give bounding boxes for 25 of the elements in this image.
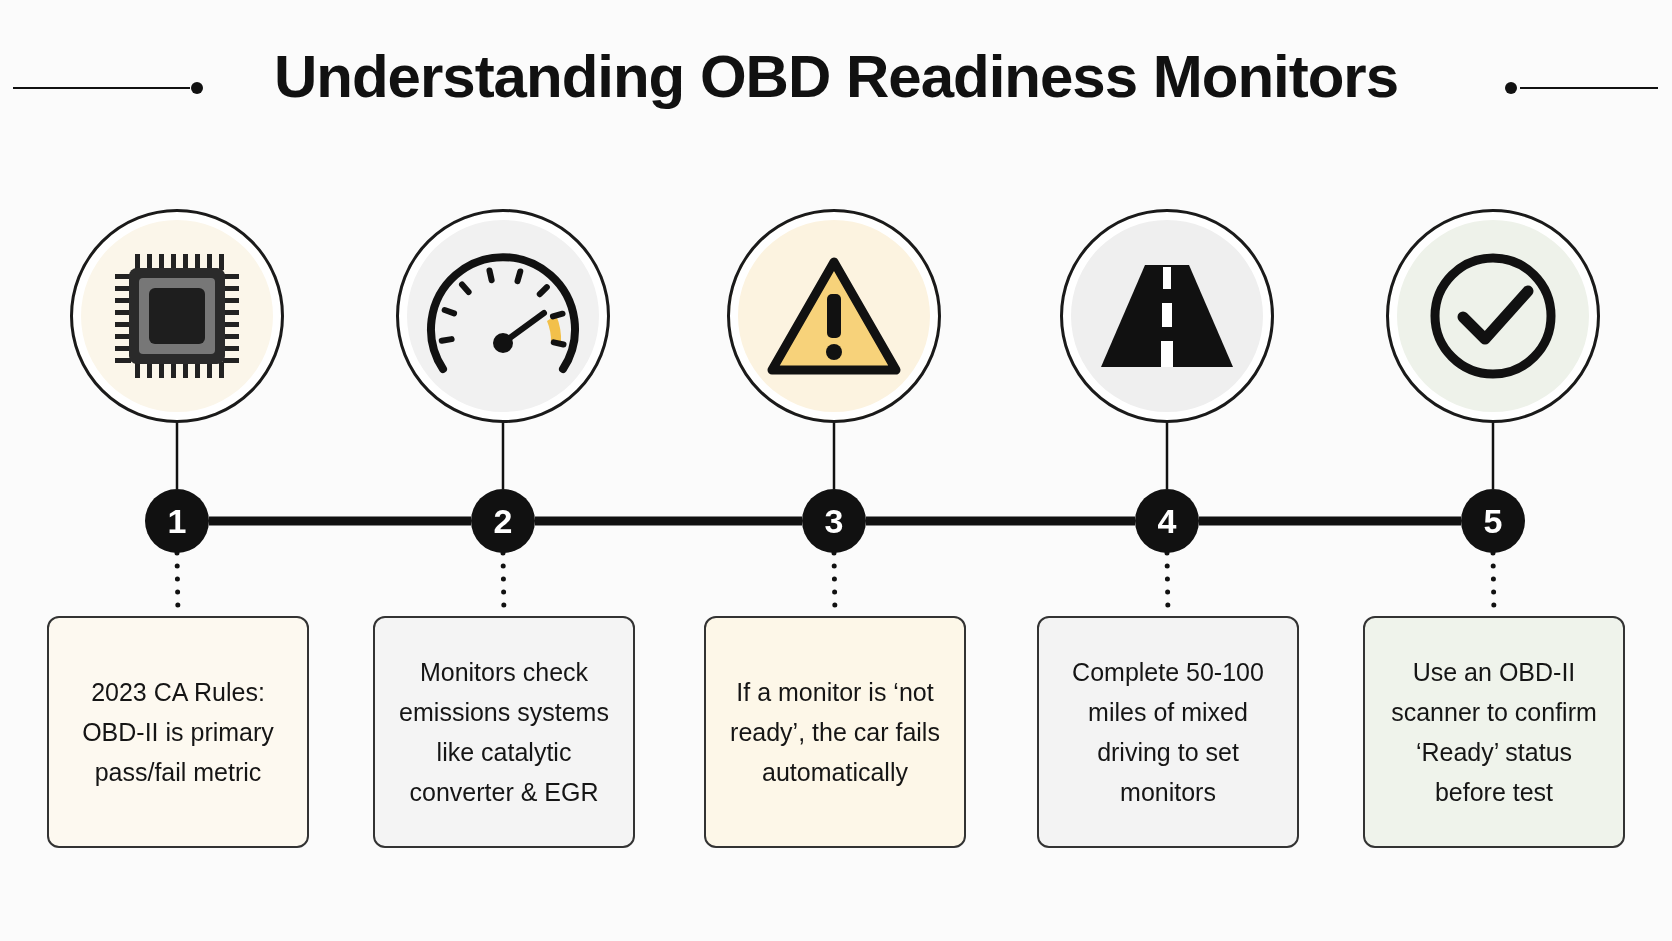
connector-line [832,423,836,489]
step-text: Monitors check emissions systems like catalytic converter & EGR [398,657,610,808]
step-number: 2 [471,489,535,553]
step-text: If a monitor is ‘not ready’, the car fails automatically [729,677,941,788]
connector-line [501,423,505,489]
connector-line [1491,423,1495,489]
step-text: 2023 CA Rules: OBD-II is primary pass/fail metric [81,677,275,788]
connector-line [209,516,471,526]
title: Understanding OBD Readiness Monitors [273,44,1399,110]
step-number: 1 [145,489,209,553]
step-text: Use an OBD-II scanner to confirm ‘Ready’ status before test [1390,657,1598,808]
step-number: 5 [1461,489,1525,553]
step-card [1363,616,1625,848]
step-card [373,616,635,848]
step-text: Complete 50-100 miles of mixed driving to set monitors [1071,657,1265,808]
connector-line [1199,516,1461,526]
step-card [47,616,309,848]
step-card [704,616,966,848]
step-number: 4 [1135,489,1199,553]
connector-line [1165,423,1169,489]
step-card [1037,616,1299,848]
connector-line [175,423,179,489]
connector-line [535,516,802,526]
connector-line [866,516,1135,526]
step-number: 3 [802,489,866,553]
